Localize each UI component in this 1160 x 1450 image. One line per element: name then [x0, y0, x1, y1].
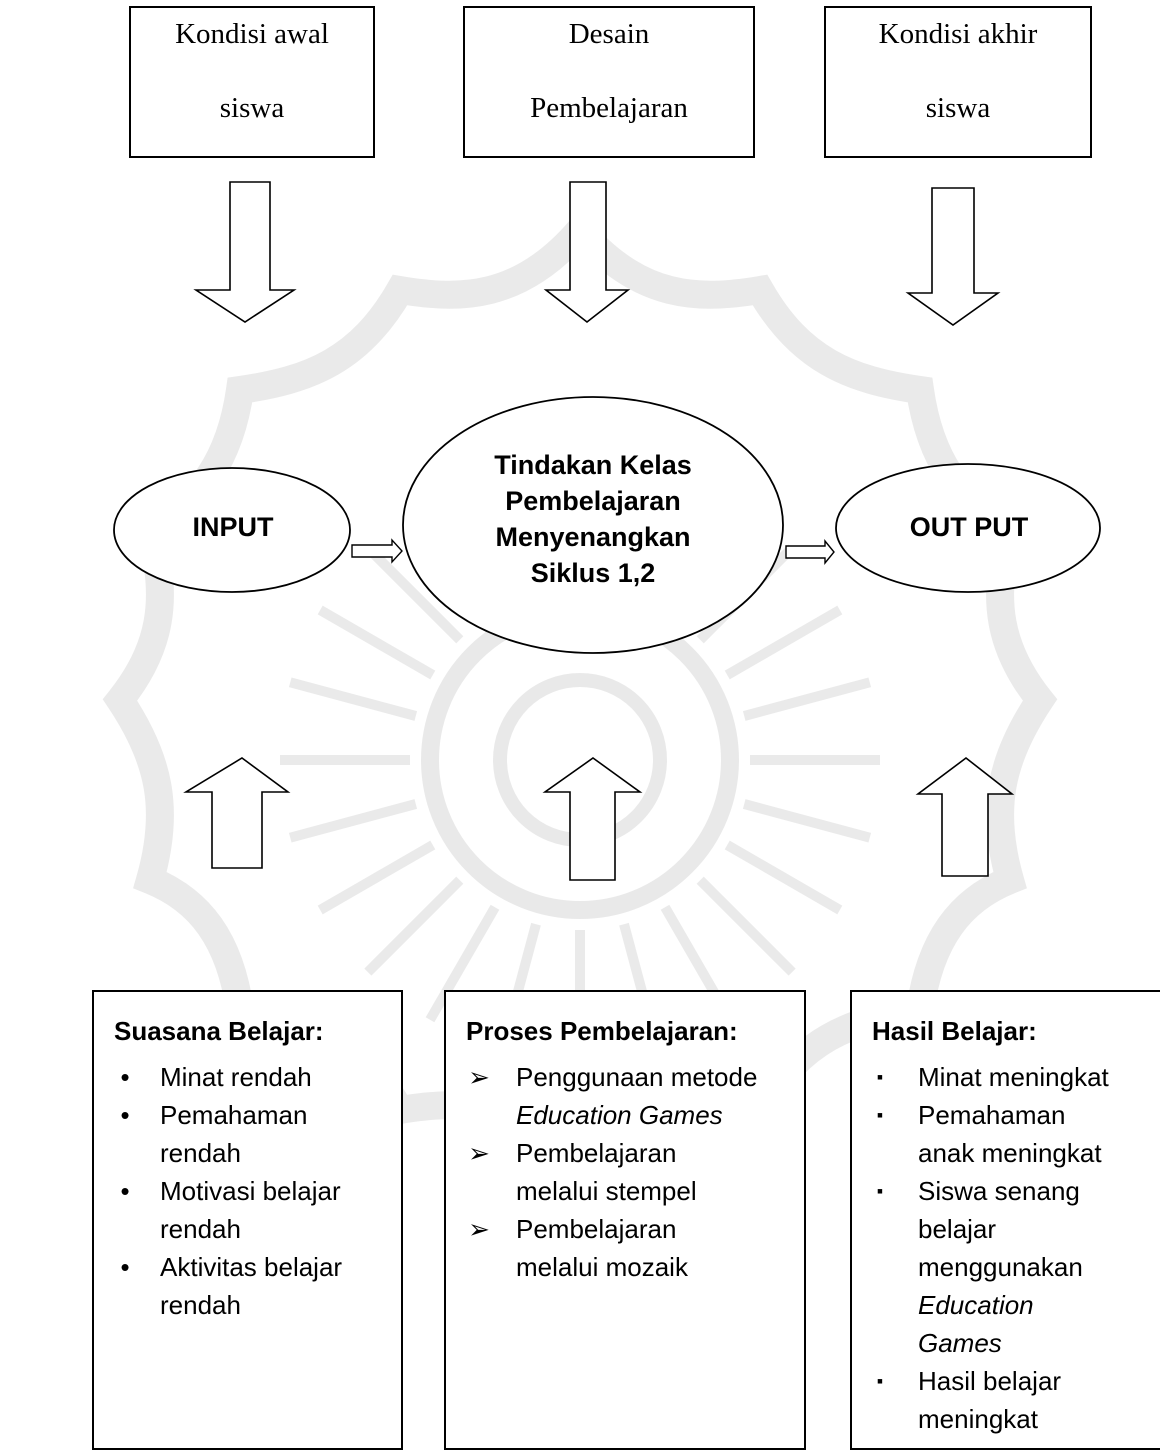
list-item-text: Education Games — [516, 1100, 723, 1130]
bullet-marker-icon: • — [120, 1100, 130, 1130]
watermark-ray — [696, 876, 796, 976]
top-box-line2: siswa — [925, 92, 991, 124]
watermark-ray — [425, 904, 500, 1023]
bullet-marker-icon: ▪ — [876, 1105, 884, 1125]
top-box-line1: Kondisi akhir — [878, 18, 1038, 50]
learning-outcome-box: Hasil Belajar: ▪ Minat meningkat ▪ Pemahama… — [850, 990, 1160, 1450]
input-label: INPUT — [192, 512, 274, 542]
list-item-text: melalui mozaik — [516, 1252, 688, 1282]
list-item-text: Pemahaman — [160, 1100, 308, 1130]
watermark-ray — [317, 605, 436, 680]
up-arrow-icon — [183, 757, 291, 869]
center-label-line: Pembelajaran — [505, 486, 681, 516]
list-item-text: Education — [918, 1290, 1034, 1320]
center-ellipse — [402, 396, 784, 654]
list-item: • Pemahaman rendah — [94, 1096, 394, 1172]
top-box-line2: siswa — [219, 92, 285, 124]
up-arrow-icon — [915, 756, 1015, 877]
output-ellipse — [835, 463, 1101, 593]
up-arrow-icon — [542, 757, 643, 881]
list-item-text: anak meningkat — [918, 1138, 1102, 1168]
list-item-text: Minat rendah — [160, 1062, 312, 1092]
learning-atmosphere-box: Suasana Belajar: • Minat rendah • Pemahaman… — [92, 990, 403, 1450]
top-box-line1: Kondisi awal — [175, 18, 329, 50]
list-item: ➢ Pembelajaran melalui mozaik — [446, 1210, 801, 1286]
list-item-text: Games — [918, 1328, 1002, 1358]
list-item-text: Pemahaman — [918, 1100, 1066, 1130]
watermark-ray — [724, 840, 843, 915]
list-item: ▪ Pemahaman anak meningkat — [852, 1096, 1160, 1172]
down-arrow-icon — [905, 187, 1001, 326]
bullet-marker-icon: ➢ — [468, 1138, 490, 1168]
down-arrow-icon — [543, 181, 631, 324]
watermark-ray — [288, 677, 418, 721]
bullet-list: ▪ Minat meningkat ▪ Pemahaman anak meningkat… — [852, 1058, 1160, 1438]
bullet-marker-icon: • — [120, 1252, 130, 1282]
list-item: • Minat rendah — [94, 1058, 394, 1096]
center-label-line: Tindakan Kelas — [494, 450, 692, 480]
list-item-text: melalui stempel — [516, 1176, 697, 1206]
center-label-line: Menyenangkan — [495, 522, 691, 552]
watermark-ray — [724, 605, 843, 680]
center-label-line: Siklus 1,2 — [530, 558, 656, 588]
list-item-text: Motivasi belajar — [160, 1176, 341, 1206]
watermark-ray — [288, 799, 418, 843]
right-arrow-icon — [351, 538, 403, 564]
list-item: ➢ Pembelajaran melalui stempel — [446, 1134, 801, 1210]
list-item: ▪ Minat meningkat — [852, 1058, 1160, 1096]
list-item: ▪ Hasil belajar meningkat — [852, 1362, 1160, 1438]
bullet-marker-icon: ➢ — [468, 1214, 490, 1244]
list-item-text: Penggunaan metode — [516, 1062, 758, 1092]
watermark-ray — [317, 840, 436, 915]
right-arrow-icon — [785, 539, 835, 565]
bullet-marker-icon: ▪ — [876, 1181, 884, 1201]
input-ellipse — [113, 467, 351, 593]
list-item-text: Aktivitas belajar — [160, 1252, 343, 1282]
list-item-text: Pembelajaran — [516, 1138, 677, 1168]
box-heading: Suasana Belajar: — [114, 1016, 324, 1046]
bullet-marker-icon: ▪ — [876, 1371, 884, 1391]
top-box-initial-condition: Kondisi awal siswa — [129, 6, 375, 158]
list-item-text: belajar — [918, 1214, 997, 1244]
center-label: Tindakan Kelas Pembelajaran Menyenangkan… — [425, 447, 761, 591]
down-arrow-icon — [193, 181, 297, 323]
bullet-marker-icon: ➢ — [468, 1062, 490, 1092]
box-heading: Proses Pembelajaran: — [466, 1016, 738, 1046]
top-box-final-condition: Kondisi akhir siswa — [824, 6, 1092, 158]
top-box-line2: Pembelajaran — [530, 92, 688, 124]
top-box-line1: Desain — [568, 18, 650, 50]
watermark-ray — [742, 677, 872, 721]
list-item: • Motivasi belajar rendah — [94, 1172, 394, 1248]
box-heading: Hasil Belajar: — [872, 1016, 1037, 1046]
watermark-ray — [364, 876, 464, 976]
list-item-text: Minat meningkat — [918, 1062, 1109, 1092]
list-item-text: Hasil belajar — [918, 1366, 1062, 1396]
bullet-marker-icon: • — [120, 1176, 130, 1206]
watermark-ray — [364, 544, 464, 644]
list-item-text: rendah — [160, 1290, 241, 1320]
bullet-marker-icon: ▪ — [876, 1067, 884, 1087]
list-item-text: Pembelajaran — [516, 1214, 677, 1244]
output-label: OUT PUT — [909, 512, 1029, 542]
list-item-text: menggunakan — [918, 1252, 1083, 1282]
top-box-learning-design: Desain Pembelajaran — [463, 6, 755, 158]
list-item-text: rendah — [160, 1214, 241, 1244]
list-item-text: Siswa senang — [918, 1176, 1080, 1206]
list-item-text: rendah — [160, 1138, 241, 1168]
watermark-ray — [742, 799, 872, 843]
bullet-marker-icon: • — [120, 1062, 130, 1092]
bullet-list: • Minat rendah • Pemahaman rendah • Motivasi b… — [94, 1058, 394, 1324]
list-item-text: meningkat — [918, 1404, 1038, 1434]
list-item: • Aktivitas belajar rendah — [94, 1248, 394, 1324]
